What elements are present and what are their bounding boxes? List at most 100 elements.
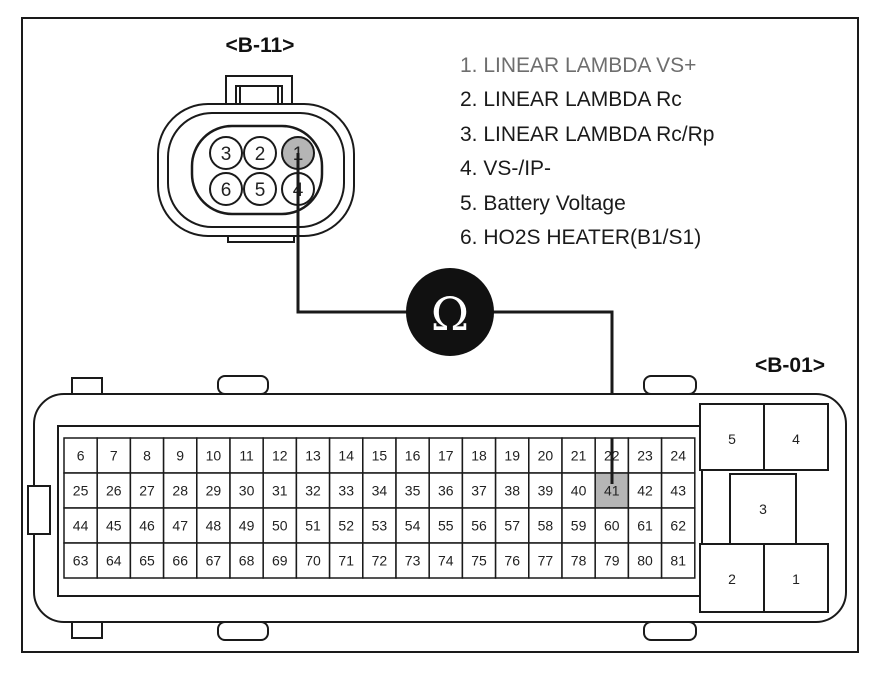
side-pin-5-label: 5 bbox=[728, 431, 736, 447]
pin-cell-49 bbox=[229, 507, 264, 544]
pin-label-58: 58 bbox=[538, 518, 554, 534]
pin-cell-7 bbox=[96, 437, 132, 474]
pin-label-27: 27 bbox=[139, 483, 155, 499]
pin-cell-72 bbox=[362, 542, 397, 579]
pin-cell-70 bbox=[295, 542, 331, 579]
pin-cell-38 bbox=[494, 472, 530, 509]
pin-label-41: 41 bbox=[604, 483, 620, 499]
pin-label-51: 51 bbox=[305, 518, 321, 534]
ohm-icon bbox=[406, 268, 494, 356]
pin-label-52: 52 bbox=[338, 518, 354, 534]
pin-label-75: 75 bbox=[471, 553, 487, 569]
connector-b01-bottom-clip-mid bbox=[217, 621, 269, 641]
pin-label-50: 50 bbox=[272, 518, 288, 534]
pin-cell-73 bbox=[395, 542, 430, 579]
pin-label-59: 59 bbox=[571, 518, 587, 534]
pin-cell-42 bbox=[627, 472, 663, 509]
pin-label-7: 7 bbox=[110, 448, 118, 464]
pin-label: 2 bbox=[255, 144, 266, 165]
pin-label-76: 76 bbox=[504, 553, 520, 569]
pin-cell-55 bbox=[428, 507, 464, 544]
pin-cell-77 bbox=[528, 542, 563, 579]
side-pin-3-box bbox=[729, 473, 797, 545]
pin-label-30: 30 bbox=[239, 483, 255, 499]
side-pin-1-label: 1 bbox=[792, 571, 800, 587]
pin-label-69: 69 bbox=[272, 553, 288, 569]
pin-label: 5 bbox=[255, 180, 266, 201]
connector-b11-pin-6: 6 bbox=[209, 172, 243, 206]
pin-label-70: 70 bbox=[305, 553, 321, 569]
pin-label-19: 19 bbox=[504, 448, 520, 464]
connector-b01-top-tab-left bbox=[71, 377, 103, 396]
pin-circle bbox=[209, 172, 243, 206]
pin-legend: 1. LINEAR LAMBDA VS+ 2. LINEAR LAMBDA Rc… bbox=[460, 54, 714, 249]
pin-cell-11 bbox=[229, 437, 264, 474]
pin-label-78: 78 bbox=[571, 553, 587, 569]
pin-label-55: 55 bbox=[438, 518, 454, 534]
pin-label-49: 49 bbox=[239, 518, 255, 534]
pin-label-66: 66 bbox=[172, 553, 188, 569]
pin-label-24: 24 bbox=[670, 448, 686, 464]
pin-label-25: 25 bbox=[73, 483, 89, 499]
connector-b01-top-clip-mid bbox=[217, 375, 269, 395]
pin-label-39: 39 bbox=[538, 483, 554, 499]
legend-item-6: 6. HO2S HEATER(B1/S1) bbox=[460, 226, 701, 249]
pin-label-15: 15 bbox=[372, 448, 388, 464]
legend-item-5: 5. Battery Voltage bbox=[460, 192, 626, 215]
legend-item-2: 2. LINEAR LAMBDA Rc bbox=[460, 88, 682, 111]
pin-cell-81 bbox=[660, 542, 696, 579]
pin-cell-17 bbox=[428, 437, 464, 474]
pin-cell-64 bbox=[96, 542, 132, 579]
pin-cell-66 bbox=[162, 542, 198, 579]
pin-cell-34 bbox=[362, 472, 397, 509]
connector-b01-title: <B-01> bbox=[755, 354, 825, 377]
pin-label-77: 77 bbox=[538, 553, 554, 569]
connector-b01-side-latch bbox=[27, 485, 51, 535]
pin-cell-44 bbox=[63, 507, 98, 544]
pin-label-74: 74 bbox=[438, 553, 454, 569]
side-pin-4-label: 4 bbox=[792, 431, 800, 447]
pin-label-28: 28 bbox=[172, 483, 188, 499]
pin-label: 6 bbox=[221, 180, 232, 201]
pin-label-68: 68 bbox=[239, 553, 255, 569]
pin-cell-63 bbox=[63, 542, 98, 579]
connector-b11: <B-11> 3 2 1 6 5 bbox=[157, 34, 355, 243]
connector-b11-pin-2: 2 bbox=[243, 136, 277, 170]
pin-label-79: 79 bbox=[604, 553, 620, 569]
pin-label-9: 9 bbox=[176, 448, 184, 464]
legend-item-4: 4. VS-/IP- bbox=[460, 157, 551, 180]
pin-label-14: 14 bbox=[338, 448, 354, 464]
pin-label-31: 31 bbox=[272, 483, 288, 499]
pin-label-60: 60 bbox=[604, 518, 620, 534]
pin-label-33: 33 bbox=[338, 483, 354, 499]
pin-label-10: 10 bbox=[206, 448, 222, 464]
pin-label-29: 29 bbox=[206, 483, 222, 499]
pin-label-53: 53 bbox=[372, 518, 388, 534]
pin-cell-69 bbox=[262, 542, 298, 579]
pin-cell-56 bbox=[461, 507, 497, 544]
legend-item-1: 1. LINEAR LAMBDA VS+ bbox=[460, 54, 696, 77]
pin-label-73: 73 bbox=[405, 553, 421, 569]
pin-label-8: 8 bbox=[143, 448, 151, 464]
pin-label-32: 32 bbox=[305, 483, 321, 499]
pin-cell-43 bbox=[660, 472, 696, 509]
legend-item-3: 3. LINEAR LAMBDA Rc/Rp bbox=[460, 123, 714, 146]
connector-b01-top-clip-right bbox=[643, 375, 697, 395]
pin-label-62: 62 bbox=[670, 518, 686, 534]
pin-cell-67 bbox=[196, 542, 231, 579]
connector-b01-bottom-clip-right bbox=[643, 621, 697, 641]
connector-b11-title: <B-11> bbox=[226, 34, 295, 57]
connector-b01: <B-01> 678910111213141516171819202122232… bbox=[27, 354, 847, 641]
side-pin-3-label: 3 bbox=[759, 501, 767, 517]
pin-cell-27 bbox=[129, 472, 165, 509]
ohmmeter: Ω bbox=[406, 268, 494, 356]
pin-label-23: 23 bbox=[637, 448, 653, 464]
pin-cell-39 bbox=[528, 472, 563, 509]
pin-label-35: 35 bbox=[405, 483, 421, 499]
pin-label-64: 64 bbox=[106, 553, 122, 569]
pin-circle bbox=[209, 136, 243, 170]
connector-b01-pin-grid: 6789101112131415161718192021222324252627… bbox=[63, 437, 696, 579]
pin-label-13: 13 bbox=[305, 448, 321, 464]
pin-label-42: 42 bbox=[637, 483, 653, 499]
pin-cell-8 bbox=[129, 437, 165, 474]
